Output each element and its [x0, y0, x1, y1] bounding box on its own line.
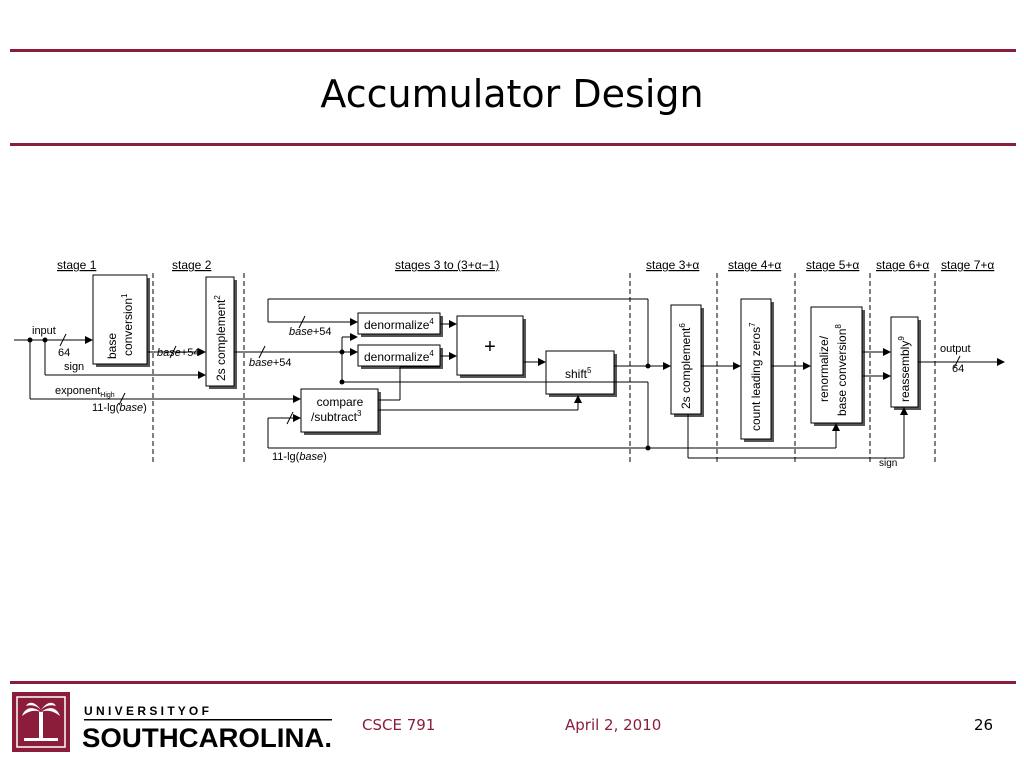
bus-width-64-out: 64: [952, 363, 964, 375]
renormalize-label: renormalize/: [817, 335, 831, 402]
output-label: output: [940, 343, 971, 355]
stage-6a-label: stage 6+α: [876, 258, 929, 272]
twos-complement-block-2: [670, 304, 702, 415]
footer-rule: [10, 681, 1016, 684]
top-rule: [10, 49, 1016, 52]
stage-3a-label: stage 3+α: [646, 258, 699, 272]
bus-width-64-in: 64: [58, 347, 70, 359]
input-label: input: [32, 325, 56, 337]
lg-base-label-b: 11-lg(base): [272, 451, 327, 463]
subtract-label: /subtract3: [311, 409, 362, 424]
exponent-label: exponentHigh: [55, 385, 115, 399]
twos-complement-label-1: 2s complement2: [213, 295, 228, 381]
count-leading-zeros-label: count leading zeros7: [748, 322, 763, 431]
footer-date: April 2, 2010: [565, 716, 662, 734]
compare-subtract-block: [300, 388, 379, 433]
base54-label-b: base+54: [249, 357, 292, 369]
base-conversion-label-2: conversion1: [120, 293, 135, 356]
footer-course: CSCE 791: [362, 716, 436, 734]
stage-2-label: stage 2: [172, 258, 212, 272]
title-underline-rule: [10, 143, 1016, 146]
sign-out-label: sign: [879, 458, 897, 469]
stage-7a-label: stage 7+α: [941, 258, 994, 272]
denormalize-label-a: denormalize4: [364, 317, 434, 332]
adder-symbol: +: [484, 336, 496, 358]
stage-5a-label: stage 5+α: [806, 258, 859, 272]
slide-title: Accumulator Design: [320, 72, 704, 116]
lg-base-label-a: 11-lg(base): [92, 402, 147, 414]
base-conversion-block: [92, 274, 148, 365]
shift-block: [545, 350, 615, 395]
adder-block: [456, 315, 524, 376]
denormalize-label-b: denormalize4: [364, 349, 434, 364]
base54-label-c: base+54: [289, 326, 332, 338]
base-conversion-label-3: base conversion8: [834, 324, 849, 416]
university-logo: U N I V E R S I T Y O F SOUTHCAROLINA.: [12, 692, 332, 753]
page-number: 26: [974, 716, 994, 734]
reassembly-label: reassembly9: [897, 336, 912, 402]
twos-complement-block-1: [205, 276, 235, 387]
stages-3-range-label: stages 3 to (3+α−1): [395, 258, 499, 272]
renormalize-block: [810, 306, 863, 424]
twos-complement-label-2: 2s complement6: [678, 323, 693, 409]
logo-university-of: U N I V E R S I T Y O F: [84, 704, 209, 718]
accumulator-diagram: stage 1 stage 2 stages 3 to (3+α−1) stag…: [14, 258, 1005, 469]
logo-south-carolina: SOUTHCAROLINA.: [82, 723, 332, 753]
sign-in-label: sign: [64, 361, 84, 373]
compare-label: compare: [317, 395, 364, 409]
shift-label: shift5: [565, 366, 592, 381]
base-conversion-label: base: [105, 333, 119, 359]
count-leading-zeros-block: [740, 298, 772, 440]
stage-4a-label: stage 4+α: [728, 258, 781, 272]
base54-label-a: base+54: [157, 347, 200, 359]
stage-1-label: stage 1: [57, 258, 97, 272]
